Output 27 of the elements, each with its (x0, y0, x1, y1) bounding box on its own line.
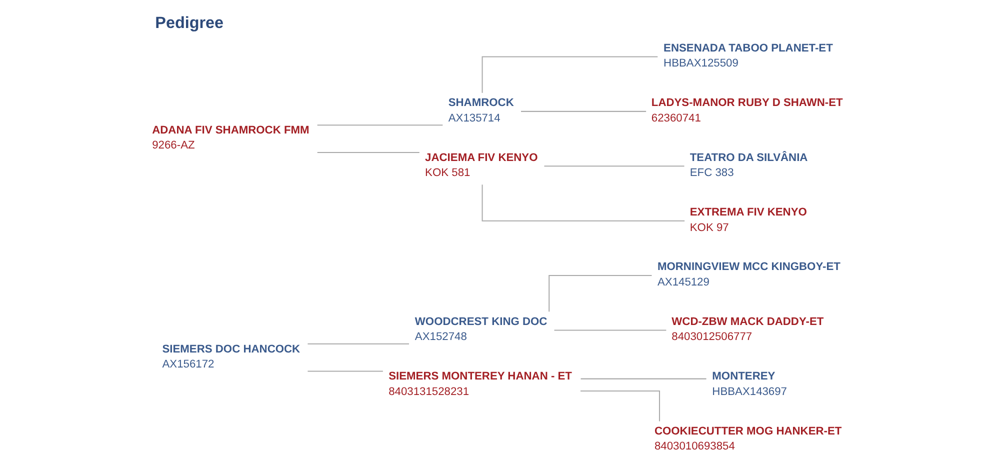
node-text: SHAMROCK AX135714 (448, 97, 514, 124)
connector (554, 330, 666, 331)
connector (580, 390, 660, 422)
connector (308, 343, 410, 344)
node-text: SIEMERS DOC HANCOCK AX156172 (162, 343, 300, 370)
node-text: COOKIECUTTER MOG HANKER-ET 8403010693854 (654, 425, 842, 453)
connector (482, 184, 685, 222)
diagram-title: Pedigree (155, 14, 224, 32)
node-text: LADYS-MANOR RUBY D SHAWN-ET 62360741 (651, 97, 843, 124)
node-text: JACIEMA FIV KENYO KOK 581 (425, 152, 538, 180)
connector (482, 56, 658, 93)
connector (521, 110, 646, 112)
node-text: MORNINGVIEW MCC KINGBOY-ET AX145129 (657, 261, 840, 288)
connector (544, 166, 684, 167)
node-text: ADANA FIV SHAMROCK FMM 9266-AZ (152, 124, 310, 152)
node-text: WOODCREST KING DOC AX152748 (414, 316, 548, 344)
node-text: TEATRO DA SILVÂNIA EFC 383 (690, 152, 808, 180)
node-text: SIEMERS MONTEREY HANAN - ET 8403131528231 (388, 370, 572, 398)
connector (317, 152, 420, 153)
node-text: ENSENADA TABOO PLANET-ET HBBAX125509 (664, 42, 833, 70)
connector (580, 378, 706, 380)
node-text: EXTREMA FIV KENYO KOK 97 (690, 206, 807, 234)
connector (548, 275, 652, 312)
connector (317, 124, 443, 126)
node-text: WCD-ZBW MACK DADDY-ET 8403012506777 (672, 316, 824, 344)
node-text: MONTEREY HBBAX143697 (712, 370, 788, 398)
connector (308, 370, 383, 372)
